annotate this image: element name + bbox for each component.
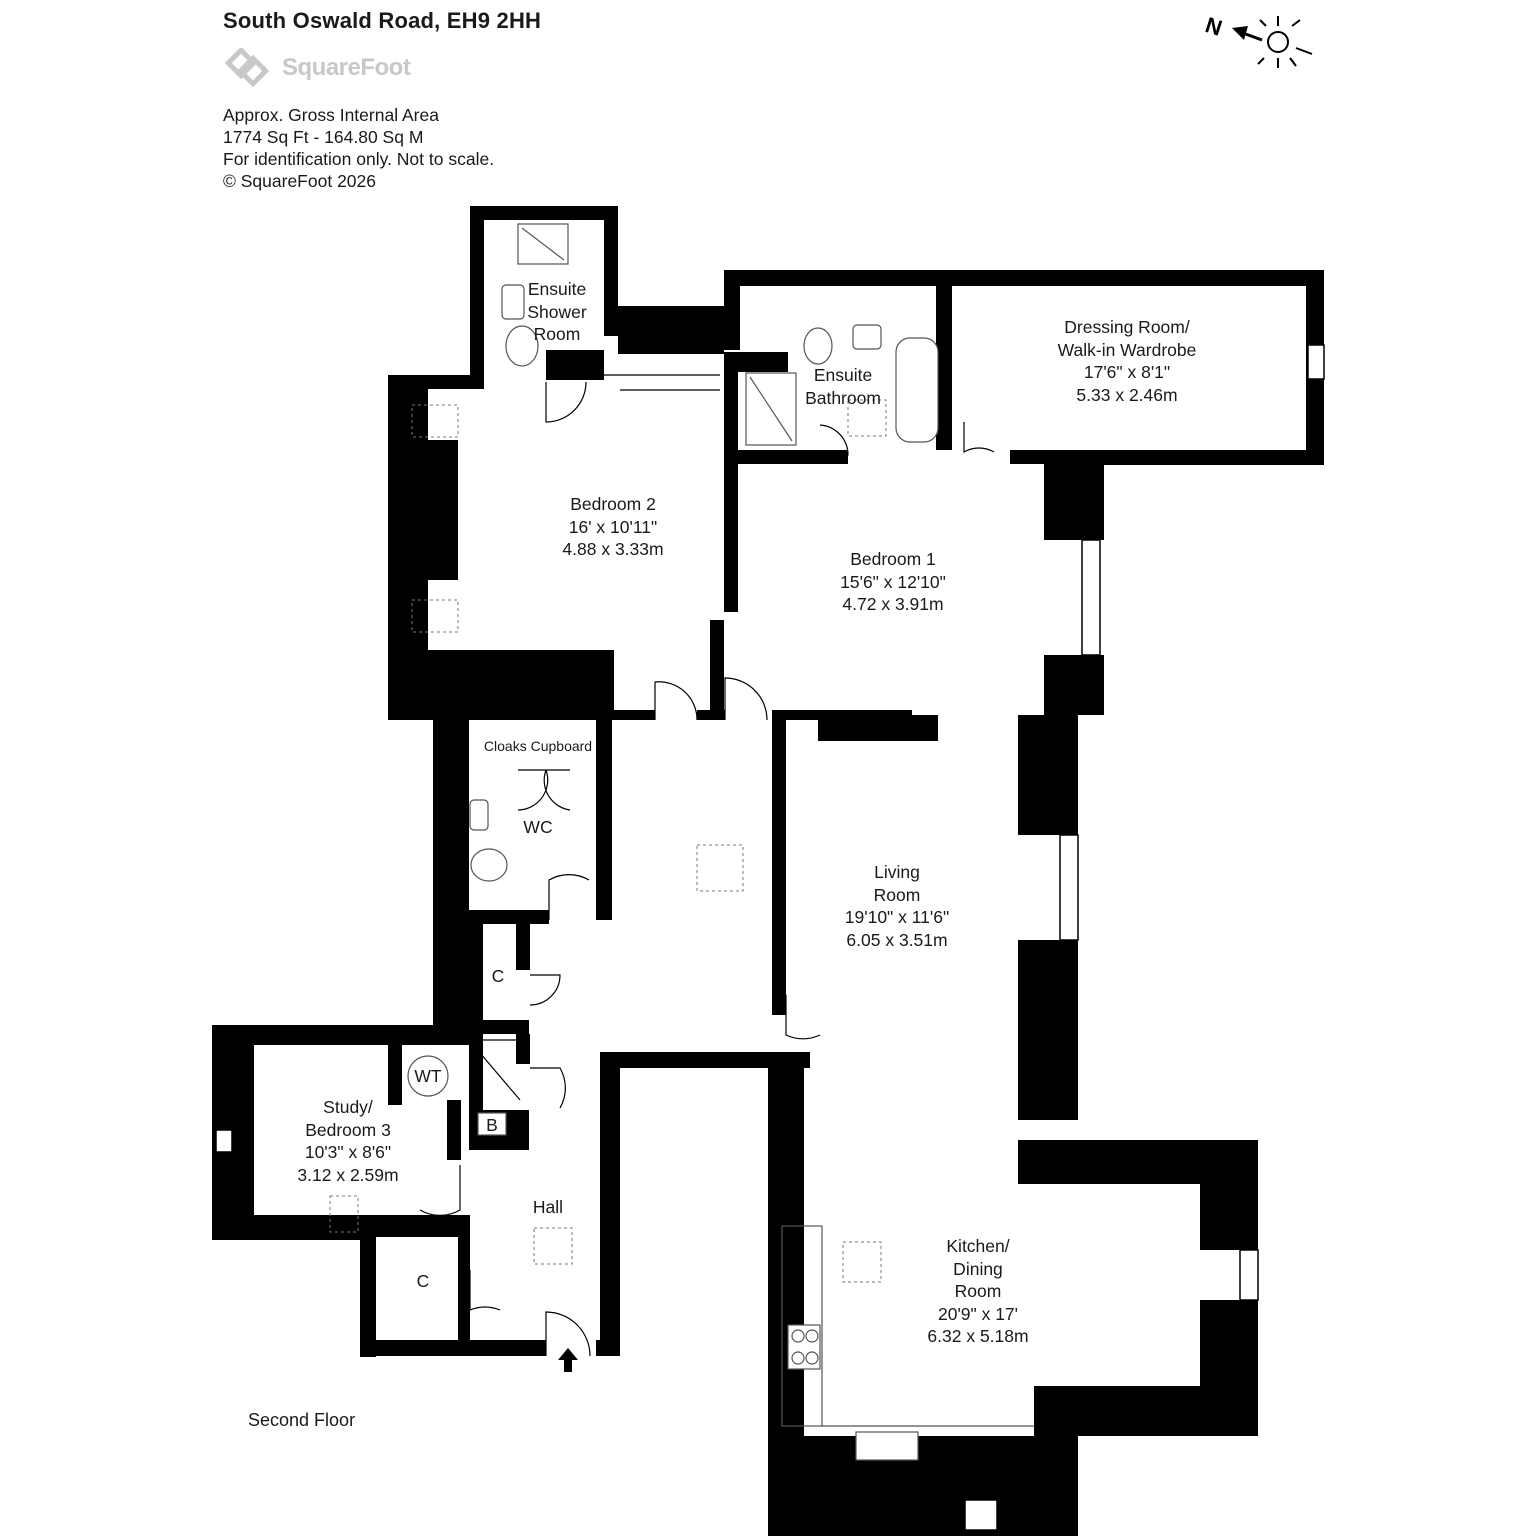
basin-icon: [501, 284, 525, 320]
brand-name: SquareFoot: [282, 54, 411, 81]
north-arrow-icon: [1232, 26, 1263, 42]
room-wc: WC: [523, 817, 553, 837]
toilet-icon: [470, 848, 508, 882]
label-water-tank: WT: [414, 1066, 442, 1086]
label-boiler: B: [486, 1115, 498, 1135]
compass: N: [1200, 8, 1320, 72]
copyright: © SquareFoot 2026: [223, 171, 376, 191]
area-title: Approx. Gross Internal Area: [223, 105, 439, 125]
north-letter: N: [1202, 12, 1225, 41]
room-ensuite-shower: Ensuite Shower Room: [527, 279, 587, 344]
room-cupboard-c2: C: [416, 1271, 430, 1291]
room-ensuite-bathroom: Ensuite Bathroom: [805, 365, 881, 408]
room-bedroom-2: Bedroom 2 16' x 10'11" 4.88 x 3.33m: [562, 494, 664, 559]
room-kitchen: Kitchen/ Dining Room 20'9" x 17' 6.32 x …: [927, 1236, 1029, 1346]
room-cupboard-c1: C: [491, 966, 505, 986]
ceiling-markers: [329, 399, 887, 1283]
property-address: South Oswald Road, EH9 2HH: [223, 8, 542, 33]
boiler-icon: [477, 1112, 507, 1136]
room-study: Study/ Bedroom 3 10'3" x 8'6" 3.12 x 2.5…: [297, 1097, 399, 1185]
area-info: Approx. Gross Internal Area 1774 Sq Ft -…: [223, 104, 494, 192]
toilet-icon: [803, 327, 833, 365]
doors: [419, 374, 995, 1357]
room-bedroom-1: Bedroom 1 15'6" x 12'10" 4.72 x 3.91m: [840, 549, 946, 614]
basin-icon: [852, 324, 882, 350]
entrance-arrow-icon: [558, 1348, 578, 1372]
bath-icon: [895, 337, 939, 443]
basin-icon: [469, 799, 489, 831]
sink-icon: [855, 1431, 919, 1461]
area-value: 1774 Sq Ft - 164.80 Sq M: [223, 127, 424, 147]
toilet-icon: [505, 325, 539, 367]
room-cloaks-cupboard: Cloaks Cupboard: [483, 738, 593, 754]
room-hall: Hall: [532, 1197, 564, 1217]
brand-logo: SquareFoot: [222, 46, 422, 88]
room-living: Living Room 19'10" x 11'6" 6.05 x 3.51m: [844, 862, 950, 950]
sun-icon: [1257, 16, 1313, 68]
fixtures: [407, 223, 1034, 1461]
squarefoot-logo-icon: [224, 46, 270, 88]
floor-label: Second Floor: [248, 1410, 356, 1430]
room-dressing: Dressing Room/ Walk-in Wardrobe 17'6" x …: [1057, 317, 1197, 405]
water-tank-icon: [407, 1055, 449, 1097]
disclaimer: For identification only. Not to scale.: [223, 149, 495, 169]
windows: [215, 344, 1325, 1531]
